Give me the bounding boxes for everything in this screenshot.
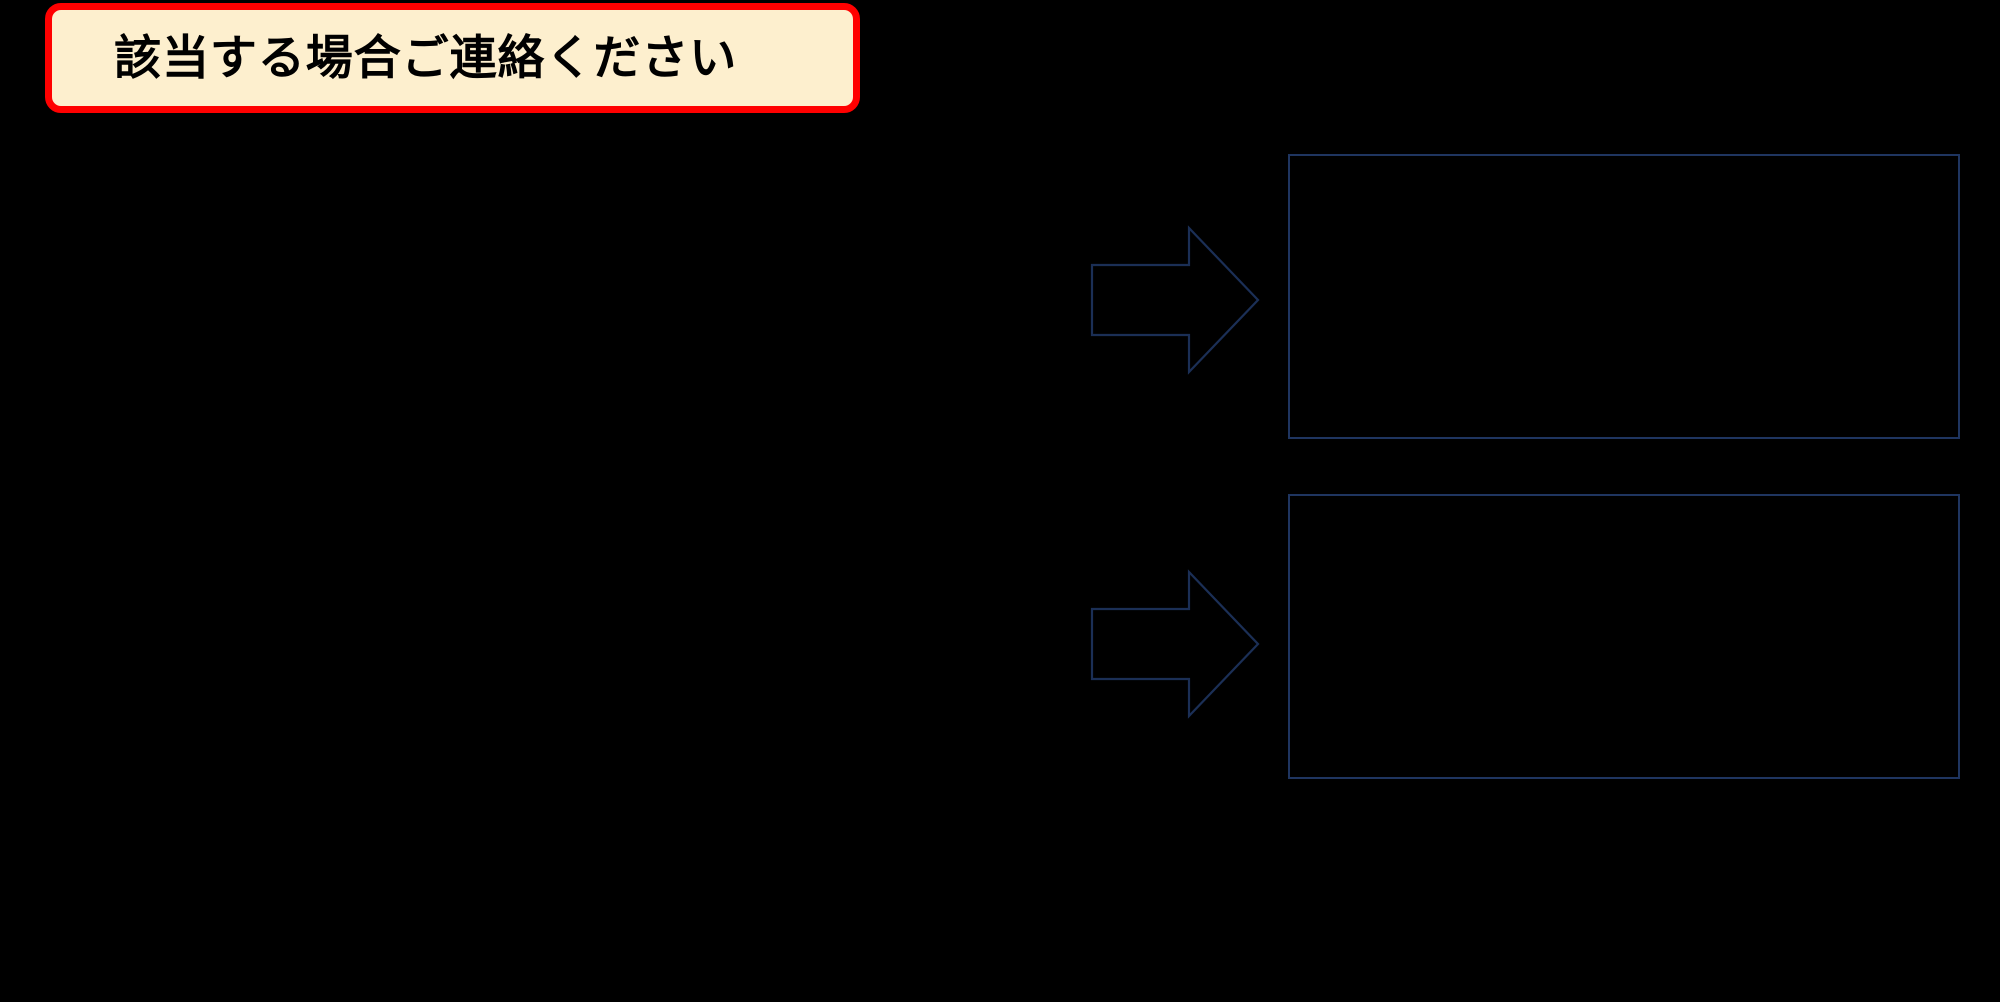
right-arrow-icon [1090, 225, 1260, 375]
callout-banner: 該当する場合ご連絡ください [45, 3, 860, 113]
right-arrow-shape [1090, 225, 1260, 375]
content-box [1288, 494, 1960, 779]
right-arrow-icon [1090, 569, 1260, 719]
content-box [1288, 154, 1960, 439]
callout-banner-text: 該当する場合ご連絡ください [114, 30, 738, 86]
right-arrow-shape [1090, 569, 1260, 719]
